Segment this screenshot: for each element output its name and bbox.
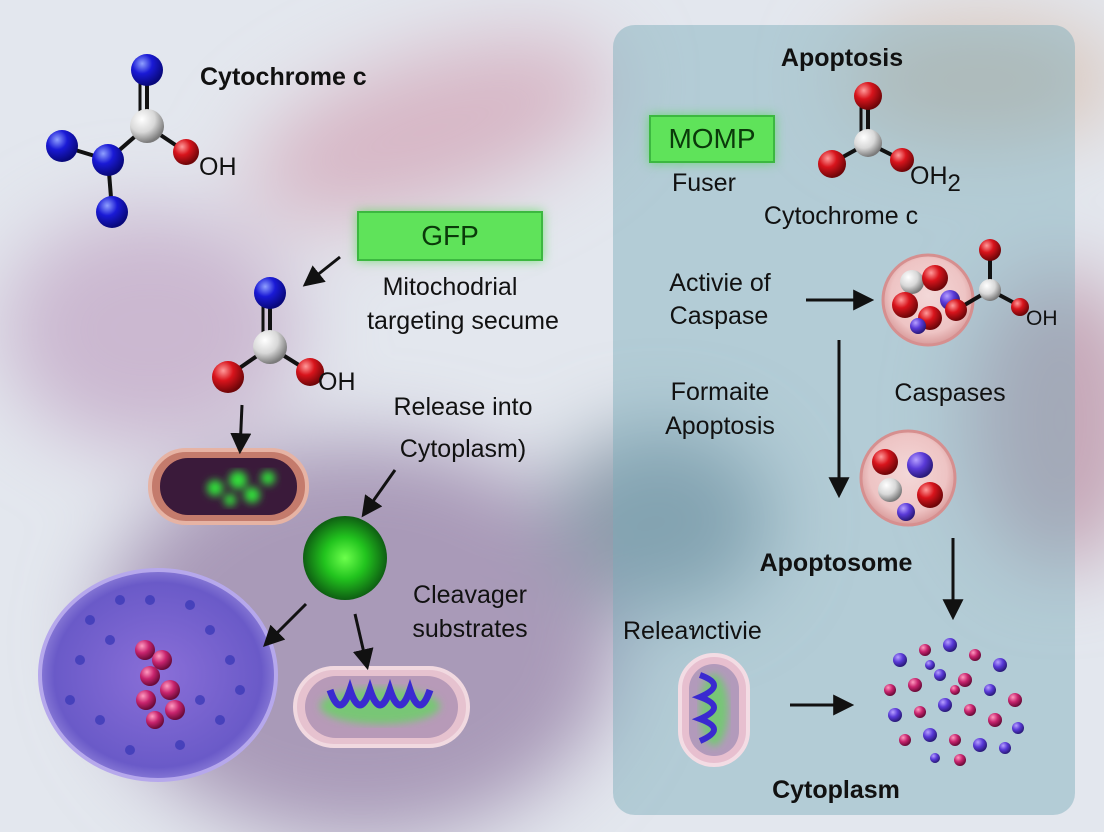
gfp-box: GFP [357, 211, 543, 261]
label-cytochrome-c-left: Cytochrome c [200, 63, 367, 91]
label-cleavage-line2: substrates [412, 615, 528, 643]
flow-arrows [230, 255, 964, 716]
label-caspases: Caspases [894, 379, 1006, 407]
label-release-line2: Cytoplasm) [399, 435, 527, 463]
cytoplasm-particles [884, 638, 1024, 766]
label-oh-top: OH [199, 153, 237, 181]
cytochrome-molecule-top [46, 54, 199, 228]
label-oh-mid: OH [318, 368, 356, 396]
mitochondrial-molecule [212, 277, 324, 393]
label-mito-line2: targeting secume [367, 307, 559, 335]
label-releactivie: Releaทctivie [623, 617, 762, 645]
momp-box: MOMP [649, 115, 775, 163]
label-cleavage-line1: Cleavager [413, 581, 527, 609]
label-apoptosis-title: Apoptosis [780, 44, 904, 72]
label-oh-right: OH [1026, 307, 1058, 330]
label-formaite-line1: Formaite [670, 378, 770, 406]
arrow-gfp-to-molecule [302, 255, 341, 287]
label-cytoplasm: Cytoplasm [772, 776, 900, 804]
apoptosome-bubble [859, 429, 957, 527]
arrow-release-to-sphere [361, 469, 397, 518]
apoptosis-molecule-top [818, 82, 914, 178]
gfp-sphere [303, 516, 387, 600]
label-formaite-line2: Apoptosis [665, 412, 775, 440]
label-oh2: OH2 [910, 162, 961, 197]
arrow-sphere-to-mitochondrion [352, 613, 374, 671]
label-mito-line1: Mitochodrial [382, 273, 518, 301]
mitochondrion-cristae [293, 666, 470, 748]
label-activie-line1: Activie of [669, 269, 771, 297]
label-cytochrome-c-right: Cytochrome c [763, 202, 919, 230]
label-fuser: Fuser [672, 169, 736, 197]
mitochondrion-gfp [148, 448, 309, 525]
label-activie-line2: Caspase [669, 302, 769, 330]
arrow-sphere-to-cell [263, 602, 308, 647]
mitochondrion-small [678, 653, 750, 767]
label-release-line1: Release into [393, 393, 533, 421]
label-apoptosome: Apoptosome [759, 549, 913, 577]
arrow-molecule-to-mitochondrion [230, 404, 252, 455]
caspase-bubble [881, 239, 1029, 347]
large-cell [38, 568, 278, 782]
